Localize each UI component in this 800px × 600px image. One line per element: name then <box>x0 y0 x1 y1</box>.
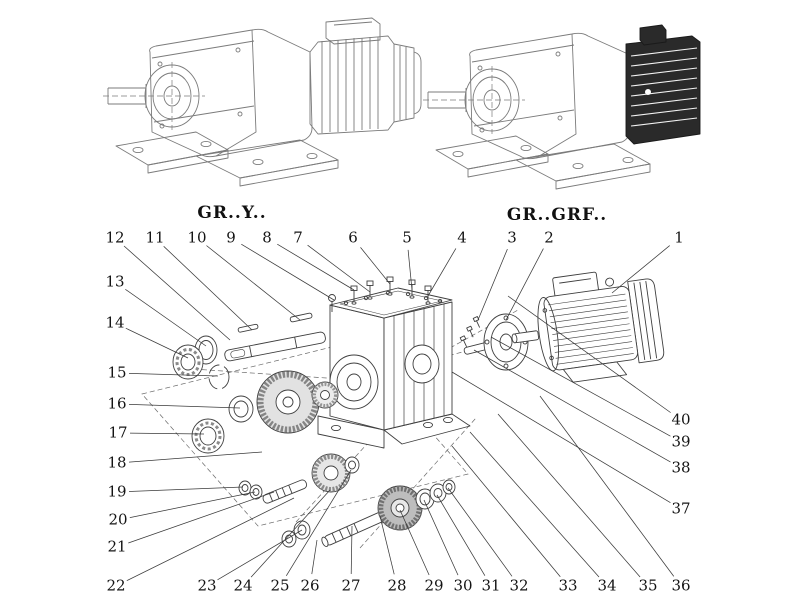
leader-line-34 <box>469 431 600 578</box>
callout-30: 30 <box>452 576 474 595</box>
variant-label-gr-y: GR..Y.. <box>197 203 267 223</box>
leader-line-20 <box>129 491 256 518</box>
leader-line-11 <box>163 246 253 331</box>
leader-line-7 <box>307 244 371 293</box>
callout-24: 24 <box>232 576 254 595</box>
callout-27: 27 <box>340 576 362 595</box>
leader-line-21 <box>128 491 275 544</box>
callout-7: 7 <box>292 228 304 247</box>
callout-9: 9 <box>225 228 237 247</box>
callout-15: 15 <box>106 363 128 382</box>
pinion-shaft-parts <box>238 479 311 548</box>
callout-20: 20 <box>107 510 129 529</box>
callout-25: 25 <box>269 576 291 595</box>
callout-38: 38 <box>670 458 692 477</box>
callout-34: 34 <box>596 576 618 595</box>
leader-line-27 <box>350 525 353 575</box>
callout-23: 23 <box>196 576 218 595</box>
callout-22: 22 <box>105 576 127 595</box>
leader-line-2 <box>505 248 544 321</box>
gear-cluster <box>256 370 360 493</box>
callout-5: 5 <box>401 228 413 247</box>
callout-10: 10 <box>186 228 208 247</box>
leader-line-25 <box>285 469 352 576</box>
leader-line-4 <box>427 248 457 297</box>
callout-40: 40 <box>670 410 692 429</box>
leader-line-31 <box>436 494 486 576</box>
leader-line-32 <box>447 487 513 577</box>
leader-line-18 <box>128 451 263 463</box>
leader-line-3 <box>477 248 508 321</box>
leader-line-33 <box>451 445 561 578</box>
leader-line-29 <box>399 509 430 576</box>
callout-16: 16 <box>106 394 128 413</box>
leader-line-24 <box>250 489 331 578</box>
housing-top-bolts <box>328 276 432 312</box>
callout-36: 36 <box>670 576 692 595</box>
leader-line-28 <box>379 515 395 575</box>
callout-1: 1 <box>673 228 685 247</box>
output-shaft-assembly <box>172 312 326 454</box>
leader-line-22 <box>126 497 295 582</box>
callout-8: 8 <box>261 228 273 247</box>
callout-18: 18 <box>106 453 128 472</box>
callout-12: 12 <box>104 228 126 247</box>
callout-6: 6 <box>347 228 359 247</box>
variant-label-gr-grf: GR..GRF.. <box>506 205 608 225</box>
leader-line-35 <box>497 413 641 578</box>
leader-line-16 <box>128 404 241 409</box>
leader-line-36 <box>539 395 675 577</box>
callout-26: 26 <box>299 576 321 595</box>
leader-line-9 <box>241 243 335 301</box>
leader-line-40 <box>507 295 672 414</box>
leader-line-14 <box>125 327 189 359</box>
gear-housing <box>317 287 471 449</box>
callout-28: 28 <box>386 576 408 595</box>
leader-line-26 <box>311 539 318 575</box>
assembled-view-gr-y <box>103 17 422 187</box>
leader-line-10 <box>206 245 301 321</box>
callout-29: 29 <box>423 576 445 595</box>
leader-line-39 <box>490 336 671 437</box>
callout-33: 33 <box>557 576 579 595</box>
leader-line-6 <box>360 247 391 285</box>
leader-line-38 <box>473 349 671 463</box>
callout-35: 35 <box>637 576 659 595</box>
low-speed-shaft-assembly <box>321 479 456 547</box>
leader-line-15 <box>128 373 219 377</box>
leader-line-13 <box>124 288 207 347</box>
callout-37: 37 <box>670 499 692 518</box>
callout-11: 11 <box>144 228 166 247</box>
callout-39: 39 <box>670 432 692 451</box>
input-and-motor <box>459 271 665 383</box>
callout-3: 3 <box>506 228 518 247</box>
callout-13: 13 <box>104 272 126 291</box>
callout-17: 17 <box>107 423 129 442</box>
leader-line-19 <box>128 486 244 492</box>
leader-line-17 <box>129 432 205 435</box>
leader-line-8 <box>277 243 355 291</box>
callout-21: 21 <box>106 537 128 556</box>
leader-line-1 <box>611 245 670 294</box>
callout-31: 31 <box>480 576 502 595</box>
callout-4: 4 <box>456 228 468 247</box>
callout-2: 2 <box>543 228 555 247</box>
callout-14: 14 <box>104 313 126 332</box>
callout-19: 19 <box>106 482 128 501</box>
leader-line-23 <box>217 529 303 581</box>
leader-line-30 <box>423 499 459 576</box>
leader-line-5 <box>407 249 413 291</box>
leader-lines <box>123 243 675 582</box>
leader-line-12 <box>123 245 231 341</box>
leader-line-37 <box>451 371 671 504</box>
assembled-view-gr-grf <box>423 24 701 190</box>
callout-32: 32 <box>508 576 530 595</box>
